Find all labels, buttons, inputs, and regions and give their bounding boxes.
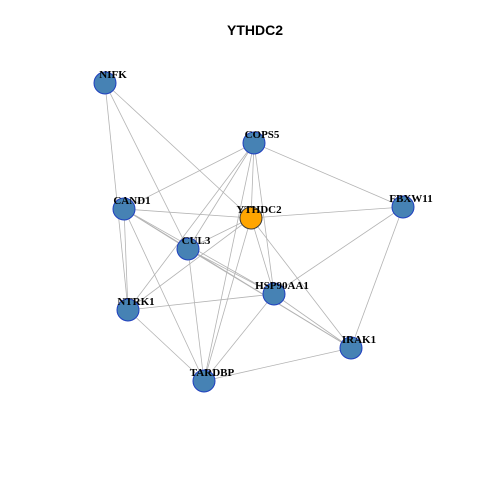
edge-ythdc2-tardbp: [203, 217, 252, 382]
node-ntrk1[interactable]: [116, 298, 140, 322]
node-tardbp[interactable]: [192, 369, 216, 393]
node-label-ntrk1: NTRK1: [117, 296, 154, 308]
node-label-fbxw11: FBXW11: [389, 193, 432, 205]
node-label-cand1: CAND1: [113, 195, 150, 207]
edge-cops5-cand1: [123, 142, 255, 210]
edge-hsp90aa1-tardbp: [203, 293, 275, 382]
edge-ythdc2-hsp90aa1: [250, 217, 275, 295]
edge-ythdc2-fbxw11: [250, 206, 404, 219]
edge-nifk-ythdc2: [104, 82, 252, 219]
edge-cand1-ythdc2: [123, 208, 252, 219]
edge-cops5-tardbp: [203, 142, 255, 382]
node-label-cops5: COPS5: [245, 129, 280, 141]
edge-cand1-tardbp: [123, 208, 205, 382]
node-label-cul3: CUL3: [182, 235, 211, 247]
edge-nifk-cul3: [104, 82, 189, 250]
edge-fbxw11-irak1: [350, 206, 404, 349]
node-label-irak1: IRAK1: [342, 334, 376, 346]
edge-cops5-ythdc2: [250, 142, 255, 219]
node-hsp90aa1[interactable]: [262, 282, 286, 306]
node-layer: [93, 71, 415, 393]
edge-cops5-fbxw11: [253, 142, 404, 208]
node-nifk[interactable]: [93, 71, 117, 95]
node-irak1[interactable]: [339, 336, 363, 360]
node-ythdc2[interactable]: [239, 206, 263, 230]
edge-ythdc2-irak1: [250, 217, 352, 349]
edge-cul3-hsp90aa1: [187, 248, 275, 295]
edge-hsp90aa1-irak1: [273, 293, 352, 349]
node-cul3[interactable]: [176, 237, 200, 261]
node-label-hsp90aa1: HSP90AA1: [255, 280, 309, 292]
edge-hsp90aa1-ntrk1: [127, 293, 275, 311]
edge-cops5-cul3: [187, 142, 255, 250]
node-label-ythdc2: YTHDC2: [236, 204, 282, 216]
edge-cul3-tardbp: [187, 248, 205, 382]
node-fbxw11[interactable]: [391, 195, 415, 219]
edge-irak1-tardbp: [203, 347, 352, 382]
node-cand1[interactable]: [112, 197, 136, 221]
edge-ythdc2-cul3: [187, 217, 252, 250]
edge-cand1-ntrk1: [123, 208, 129, 311]
node-cops5[interactable]: [242, 131, 266, 155]
edge-fbxw11-hsp90aa1: [273, 206, 404, 295]
edge-nifk-ntrk1: [104, 82, 129, 311]
diagram-title: YTHDC2: [227, 22, 283, 38]
node-label-nifk: NIFK: [99, 69, 127, 81]
edge-ntrk1-tardbp: [127, 309, 205, 382]
edge-cops5-hsp90aa1: [253, 142, 275, 295]
edge-cops5-ntrk1: [127, 142, 255, 311]
node-label-tardbp: TARDBP: [190, 367, 235, 379]
